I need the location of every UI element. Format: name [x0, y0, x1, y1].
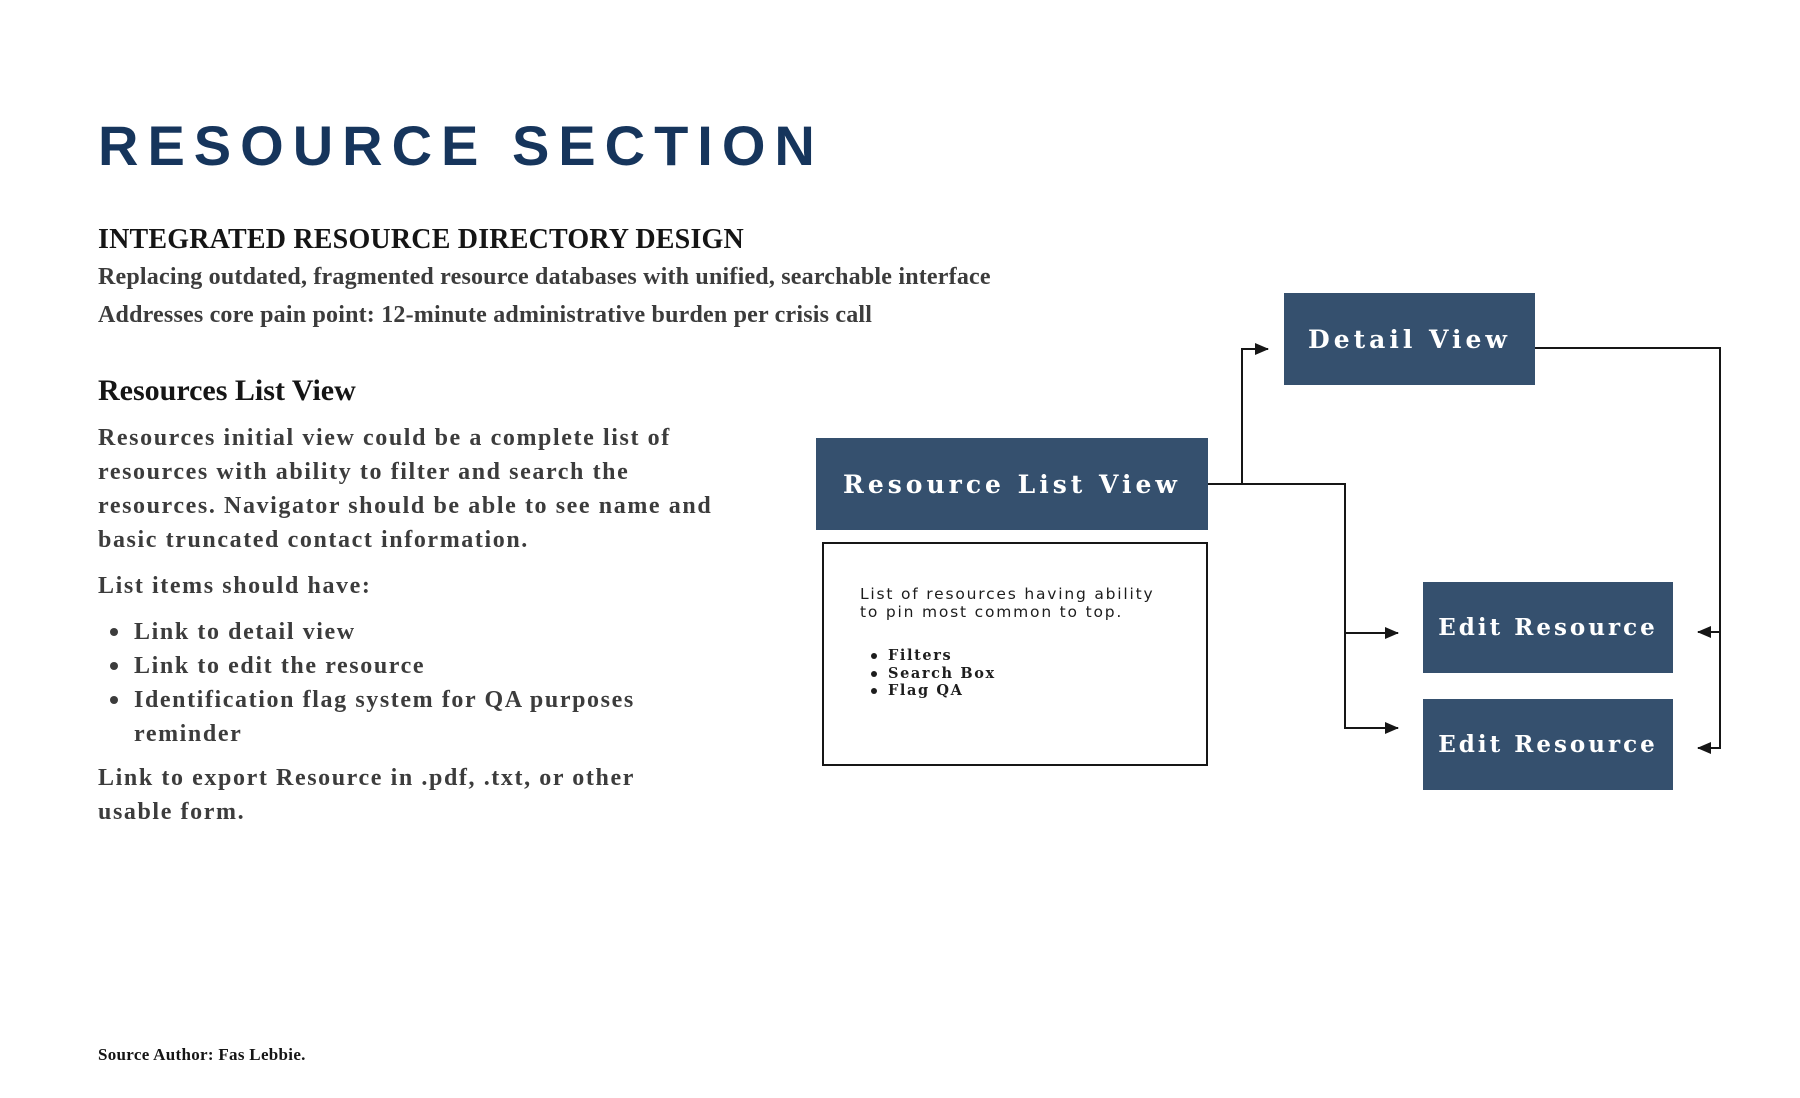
resource-list-view-label: Resource List View: [843, 469, 1181, 499]
detail-view-label: Detail View: [1308, 324, 1511, 354]
note-list-item: Search Box: [871, 665, 1176, 683]
edit-resource-label: Edit Resource: [1438, 614, 1658, 641]
connector-list-to-edit2: [1208, 483, 1399, 734]
list-item: Link to edit the resource: [110, 649, 738, 683]
list-description-note: List of resources having ability to pin …: [822, 542, 1208, 766]
note-list-item: Filters: [871, 647, 1176, 665]
page-title: RESOURCE SECTION: [98, 114, 824, 177]
section-heading: INTEGRATED RESOURCE DIRECTORY DESIGN: [98, 224, 744, 255]
edit-resource-node-1: Edit Resource: [1423, 582, 1673, 673]
subsection-paragraph: Resources initial view could be a comple…: [98, 425, 713, 554]
note-text: List of resources having ability to pin …: [860, 585, 1155, 621]
list-item: Link to detail view: [110, 615, 738, 649]
export-note: Link to export Resource in .pdf, .txt, o…: [98, 765, 635, 826]
note-list-item: Flag QA: [871, 682, 1176, 700]
list-item: Identification flag system for QA purpos…: [110, 683, 738, 751]
source-credit: Source Author: Fas Lebbie.: [98, 1045, 306, 1064]
list-intro: List items should have:: [98, 573, 372, 600]
section-line-2: Addresses core pain point: 12-minute adm…: [98, 302, 873, 329]
detail-view-node: Detail View: [1284, 293, 1535, 385]
connector-detail-to-edit2: [1535, 347, 1721, 754]
text-column: RESOURCE SECTION INTEGRATED RESOURCE DIR…: [98, 118, 1098, 829]
edit-resource-node-2: Edit Resource: [1423, 699, 1673, 790]
note-list: Filters Search Box Flag QA: [860, 647, 1176, 700]
subsection-heading: Resources List View: [98, 374, 356, 408]
feature-list: Link to detail view Link to edit the res…: [98, 615, 738, 751]
resource-list-view-node: Resource List View: [816, 438, 1208, 530]
connector-list-to-detail: [1241, 343, 1269, 484]
edit-resource-label: Edit Resource: [1438, 731, 1658, 758]
section-line-1: Replacing outdated, fragmented resource …: [98, 264, 991, 291]
